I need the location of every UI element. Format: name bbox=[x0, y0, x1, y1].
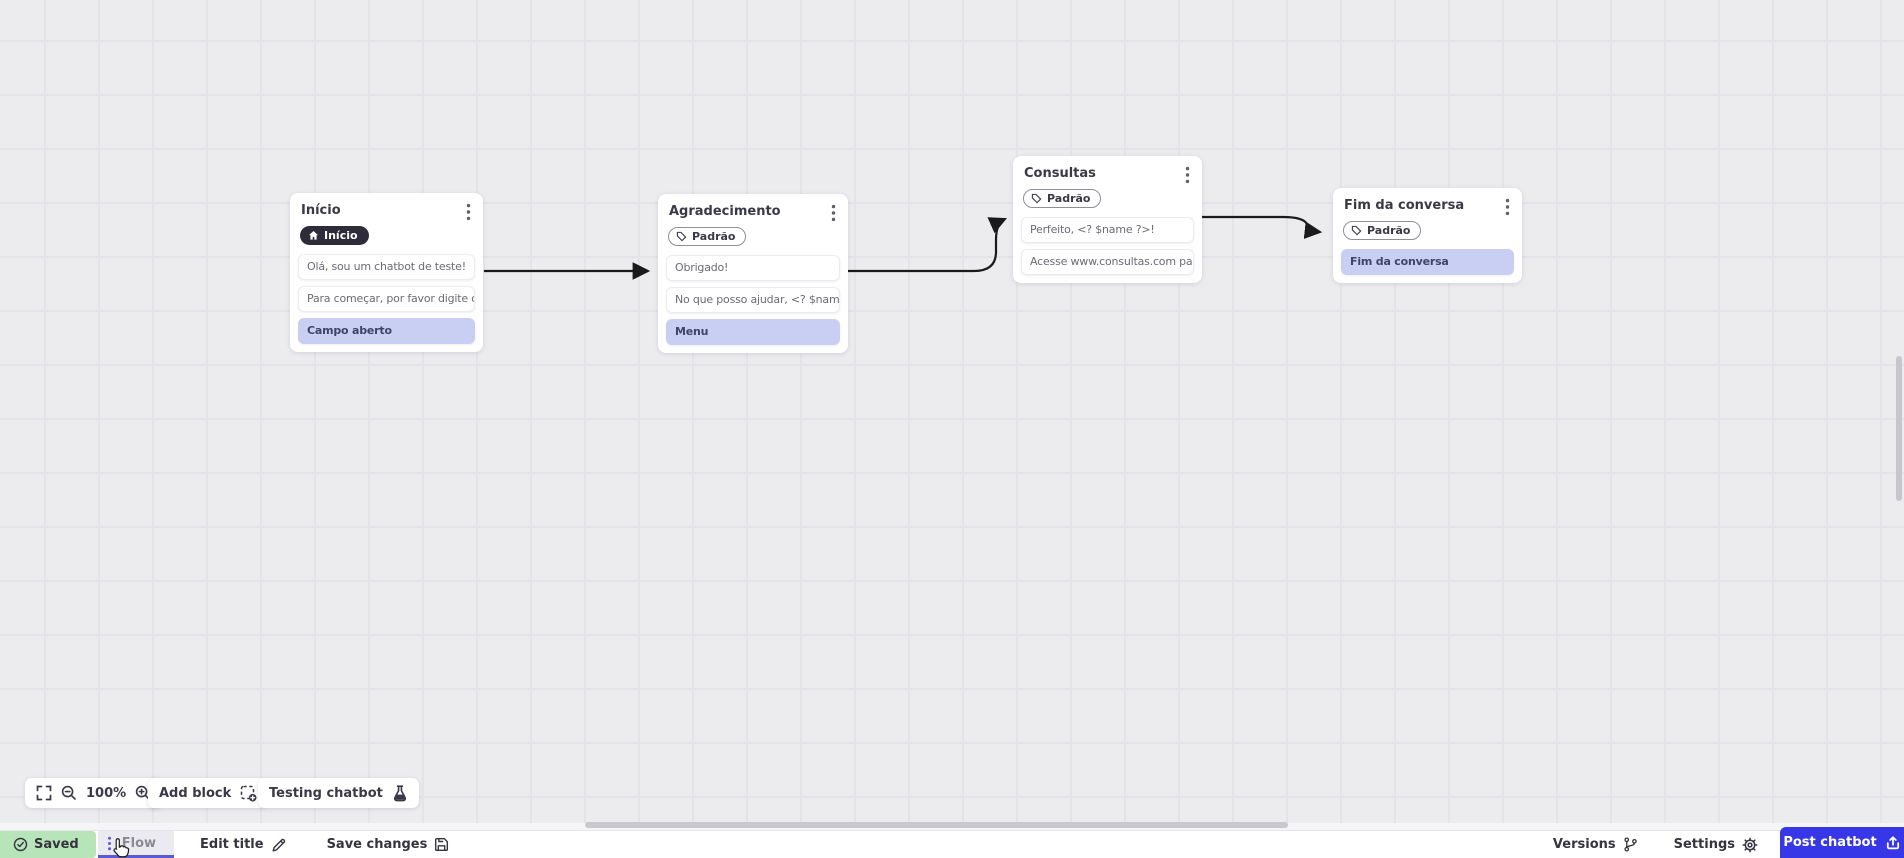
tag-icon bbox=[1031, 193, 1042, 204]
flow-node-agradecimento[interactable]: Agradecimento Padrão Obrigado! No que po… bbox=[658, 194, 848, 353]
message-card[interactable]: Para começar, por favor digite o ... bbox=[298, 286, 475, 312]
node-title: Fim da conversa bbox=[1344, 198, 1465, 213]
message-card[interactable]: Acesse www.consultas.com par... bbox=[1021, 249, 1194, 275]
fullscreen-icon[interactable] bbox=[36, 785, 52, 801]
zoom-toolbar: 100% bbox=[25, 778, 163, 808]
git-branch-icon bbox=[1624, 837, 1637, 852]
flask-icon bbox=[393, 784, 407, 801]
start-badge: Início bbox=[300, 226, 369, 245]
message-card[interactable]: No que posso ajudar, <? $name ... bbox=[666, 287, 840, 313]
edit-title-label: Edit title bbox=[200, 837, 264, 852]
testing-chatbot-button[interactable]: Testing chatbot bbox=[258, 778, 419, 808]
default-badge: Padrão bbox=[1023, 189, 1102, 208]
horizontal-scrollbar[interactable] bbox=[585, 822, 1288, 828]
post-chatbot-button[interactable]: Post chatbot bbox=[1780, 827, 1904, 858]
save-icon bbox=[435, 837, 449, 852]
node-title: Consultas bbox=[1024, 166, 1096, 181]
flow-node-inicio[interactable]: Início Início Olá, sou um chatbot de tes… bbox=[290, 193, 483, 352]
zoom-out-icon[interactable] bbox=[61, 785, 77, 801]
check-circle-icon bbox=[13, 837, 28, 852]
add-block-icon bbox=[241, 785, 257, 801]
flow-node-fim-da-conversa[interactable]: Fim da conversa Padrão Fim da conversa bbox=[1333, 188, 1522, 283]
start-badge-label: Início bbox=[324, 229, 358, 242]
tag-icon bbox=[1351, 225, 1362, 236]
versions-label: Versions bbox=[1552, 837, 1616, 852]
node-menu-icon[interactable] bbox=[831, 204, 836, 222]
post-chatbot-label: Post chatbot bbox=[1783, 835, 1877, 850]
flow-canvas[interactable]: Início Início Olá, sou um chatbot de tes… bbox=[0, 0, 1904, 830]
versions-button[interactable]: Versions bbox=[1553, 837, 1638, 852]
zoom-level: 100% bbox=[86, 785, 127, 801]
default-badge-label: Padrão bbox=[1367, 224, 1411, 237]
flow-connections bbox=[484, 215, 1323, 280]
edge-agradecimento-consultas bbox=[846, 217, 1008, 273]
message-card[interactable]: Perfeito, <? $name ?>! bbox=[1021, 217, 1194, 243]
message-card[interactable]: Obrigado! bbox=[666, 255, 840, 281]
tag-icon bbox=[676, 231, 687, 242]
default-badge: Padrão bbox=[668, 227, 747, 246]
default-badge-label: Padrão bbox=[1047, 192, 1091, 205]
edge-consultas-fim bbox=[1200, 215, 1323, 240]
end-card[interactable]: Fim da conversa bbox=[1341, 249, 1514, 275]
pencil-icon bbox=[272, 838, 285, 851]
saved-label: Saved bbox=[34, 837, 79, 852]
bottom-bar: Saved Flow Edit title Save changes Versi… bbox=[0, 827, 1904, 858]
tab-flow[interactable]: Flow bbox=[97, 831, 175, 858]
saved-status: Saved bbox=[0, 831, 96, 858]
menu-card[interactable]: Menu bbox=[666, 319, 840, 345]
default-badge-label: Padrão bbox=[692, 230, 736, 243]
flow-tab-label: Flow bbox=[121, 835, 157, 851]
flow-node-consultas[interactable]: Consultas Padrão Perfeito, <? $name ?>! … bbox=[1013, 156, 1202, 283]
kebab-menu-icon[interactable] bbox=[107, 836, 112, 851]
edit-title-button[interactable]: Edit title bbox=[200, 837, 287, 853]
node-menu-icon[interactable] bbox=[1505, 198, 1510, 216]
add-block-button[interactable]: Add block bbox=[148, 778, 269, 808]
open-field-card[interactable]: Campo aberto bbox=[298, 318, 475, 344]
message-card[interactable]: Olá, sou um chatbot de teste! bbox=[298, 254, 475, 280]
node-menu-icon[interactable] bbox=[466, 203, 471, 221]
node-menu-icon[interactable] bbox=[1185, 166, 1190, 184]
save-changes-label: Save changes bbox=[326, 837, 428, 852]
node-title: Agradecimento bbox=[669, 204, 781, 219]
home-icon bbox=[309, 231, 318, 240]
save-changes-button[interactable]: Save changes bbox=[327, 837, 450, 852]
default-badge: Padrão bbox=[1343, 221, 1422, 240]
settings-button[interactable]: Settings bbox=[1673, 836, 1758, 853]
add-block-label: Add block bbox=[159, 785, 232, 801]
gear-icon bbox=[1742, 836, 1758, 853]
upload-icon bbox=[1886, 835, 1899, 849]
testing-chatbot-label: Testing chatbot bbox=[269, 785, 383, 801]
settings-label: Settings bbox=[1673, 837, 1735, 852]
vertical-scrollbar[interactable] bbox=[1896, 356, 1902, 501]
node-title: Início bbox=[301, 203, 341, 218]
